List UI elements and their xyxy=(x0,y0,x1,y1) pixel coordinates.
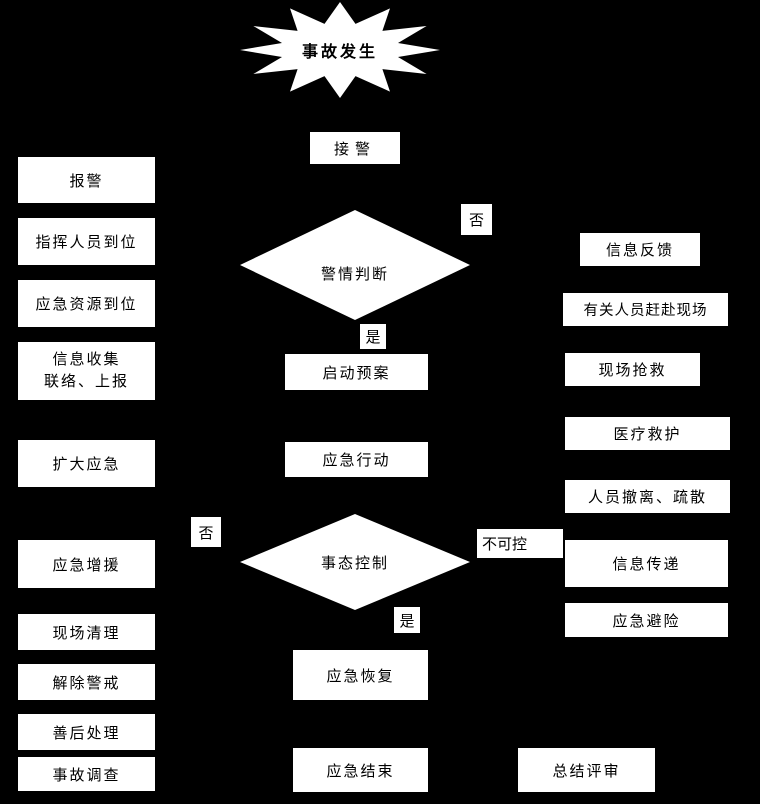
node-receive-alarm: 接警 xyxy=(310,132,400,164)
node-onsite-rescue-label: 现场抢救 xyxy=(598,362,667,379)
burst-shape-icon xyxy=(240,2,440,98)
node-info-collection-line2: 联络、上报 xyxy=(43,373,129,390)
label-yes-2: 是 xyxy=(394,607,420,633)
node-info-transmission-label: 信息传递 xyxy=(612,556,681,573)
node-receive-alarm-label: 接警 xyxy=(333,140,376,158)
node-personnel-to-scene: 有关人员赶赴现场 xyxy=(563,293,728,326)
node-emergency-action-label: 应急行动 xyxy=(322,452,391,469)
decision-situation-control: 事态控制 xyxy=(238,512,472,612)
node-emergency-recovery: 应急恢复 xyxy=(293,650,428,700)
node-expand-emergency: 扩大应急 xyxy=(18,440,155,487)
node-emergency-recovery-label: 应急恢复 xyxy=(326,667,395,685)
start-burst-label: 事故发生 xyxy=(301,44,378,61)
diamond-shape-icon xyxy=(240,210,470,320)
node-accident-investigation: 事故调查 xyxy=(18,757,155,791)
node-activate-plan: 启动预案 xyxy=(285,354,428,390)
node-personnel-to-scene-label: 有关人员赶赴现场 xyxy=(583,303,708,319)
node-resources-in-place-label: 应急资源到位 xyxy=(35,296,138,313)
node-emergency-hazard-avoidance: 应急避险 xyxy=(565,603,728,637)
node-activate-plan-label: 启动预案 xyxy=(322,364,391,382)
node-resources-in-place: 应急资源到位 xyxy=(18,280,155,327)
node-emergency-end: 应急结束 xyxy=(293,748,428,792)
node-emergency-reinforcement: 应急增援 xyxy=(18,540,155,588)
node-commanders-in-place-label: 指挥人员到位 xyxy=(35,234,138,251)
node-aftermath-handling-label: 善后处理 xyxy=(52,724,121,742)
node-medical-rescue: 医疗救护 xyxy=(565,417,730,450)
node-report-alarm: 报警 xyxy=(18,157,155,203)
node-info-feedback: 信息反馈 xyxy=(580,233,700,266)
node-site-cleanup: 现场清理 xyxy=(18,614,155,650)
decision-alarm-judgment: 警情判断 xyxy=(238,208,472,322)
node-expand-emergency-label: 扩大应急 xyxy=(52,456,121,473)
node-report-alarm-label: 报警 xyxy=(69,172,104,190)
node-emergency-action: 应急行动 xyxy=(285,442,428,477)
node-commanders-in-place: 指挥人员到位 xyxy=(18,218,155,265)
node-summary-review: 总结评审 xyxy=(518,748,655,792)
node-aftermath-handling: 善后处理 xyxy=(18,714,155,750)
node-info-feedback-label: 信息反馈 xyxy=(605,242,674,259)
label-no-top: 否 xyxy=(461,204,492,235)
label-uncontrollable: 不可控 xyxy=(477,529,563,558)
node-evacuation: 人员撤离、疏散 xyxy=(565,480,730,513)
decision-situation-control-label: 事态控制 xyxy=(320,554,389,572)
node-site-cleanup-label: 现场清理 xyxy=(52,624,121,642)
node-lift-alert-label: 解除警戒 xyxy=(52,674,121,692)
decision-alarm-judgment-label: 警情判断 xyxy=(320,265,389,283)
node-lift-alert: 解除警戒 xyxy=(18,664,155,700)
node-medical-rescue-label: 医疗救护 xyxy=(613,426,682,443)
node-onsite-rescue: 现场抢救 xyxy=(565,353,700,386)
node-evacuation-label: 人员撤离、疏散 xyxy=(587,489,707,506)
start-burst: 事故发生 xyxy=(235,0,445,100)
label-no-left: 否 xyxy=(191,517,221,547)
node-info-transmission: 信息传递 xyxy=(565,540,728,587)
node-info-collection: 信息收集 联络、上报 xyxy=(18,342,155,400)
node-info-collection-line1: 信息收集 xyxy=(52,350,121,368)
node-summary-review-label: 总结评审 xyxy=(552,762,621,780)
node-emergency-end-label: 应急结束 xyxy=(326,762,395,780)
label-yes-1: 是 xyxy=(360,324,386,349)
diamond-shape-icon xyxy=(240,514,470,610)
node-accident-investigation-label: 事故调查 xyxy=(52,766,121,784)
node-emergency-hazard-avoidance-label: 应急避险 xyxy=(612,612,681,630)
node-emergency-reinforcement-label: 应急增援 xyxy=(52,556,121,574)
